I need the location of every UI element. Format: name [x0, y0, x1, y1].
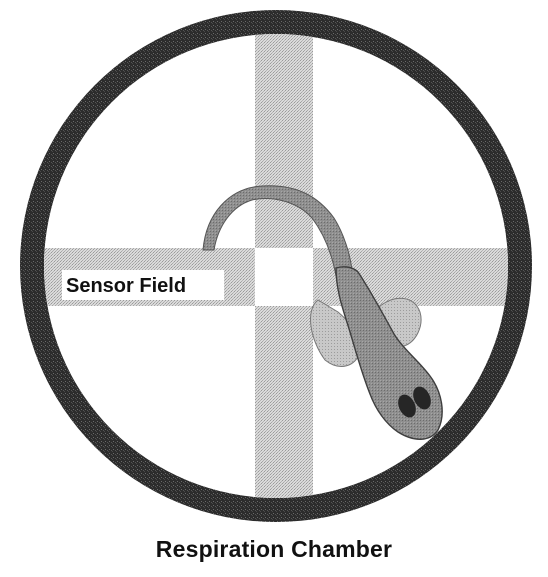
chamber-caption: Respiration Chamber — [0, 536, 548, 563]
sensor-field-center-gap — [255, 248, 313, 306]
sensor-field-label: Sensor Field — [66, 275, 186, 297]
